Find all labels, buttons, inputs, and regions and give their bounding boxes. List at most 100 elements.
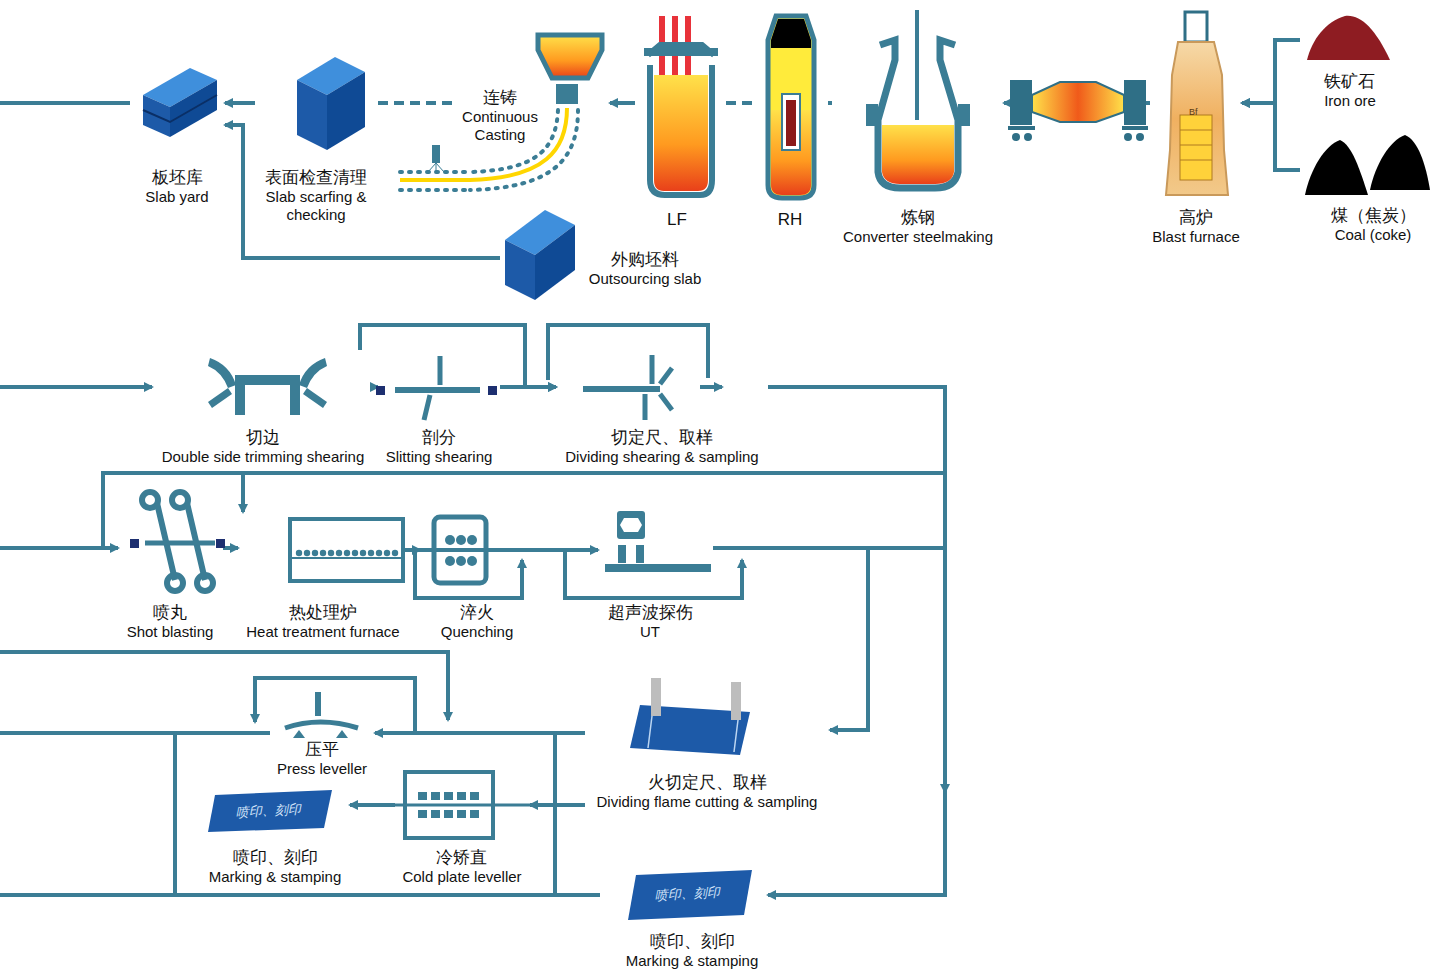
icon-label: 喷印、刻印 (655, 883, 721, 904)
station-label: 喷印、刻印Marking & stamping (209, 848, 342, 886)
station-label: 煤（焦炭）Coal (coke) (1331, 206, 1416, 244)
flow-connector (225, 101, 255, 105)
rh-degasser (771, 110, 811, 195)
station-label: 冷矫直Cold plate leveller (402, 848, 521, 886)
flow-connector (375, 731, 585, 735)
chinese-name: 喷印、刻印 (209, 848, 342, 868)
outsourcing-slab (505, 240, 535, 300)
heat-treatment-furnace (290, 557, 403, 559)
station-label: 火切定尺、取样Dividing flame cutting & sampling (597, 773, 818, 811)
station-label: 切定尺、取样Dividing shearing & sampling (565, 428, 758, 466)
english-name: Slab scarfing & checking (260, 188, 372, 224)
rh-degasser (771, 19, 811, 48)
process-station: 高炉Blast furnace (1150, 10, 1242, 252)
cold-plate-leveller (405, 772, 493, 838)
slitting-shear (376, 356, 497, 420)
flow-line (0, 652, 448, 720)
cold-plate-leveller (470, 810, 479, 818)
flow-line (553, 733, 557, 895)
rh-degasser (768, 16, 814, 198)
converter (915, 10, 919, 120)
station-label: 压平Press leveller (277, 740, 367, 778)
slab-yard-stack (143, 95, 170, 137)
chinese-name: 超声波探伤 (608, 603, 693, 623)
english-name: Cold plate leveller (402, 868, 521, 886)
flame-cutting-plate (630, 705, 750, 755)
blast-furnace (1180, 130, 1212, 160)
ladle-furnace (648, 45, 714, 195)
cold-plate-leveller (395, 804, 530, 807)
station-label: 炼钢Converter steelmaking (843, 208, 993, 246)
english-name: Dividing shearing & sampling (565, 448, 758, 466)
flame-cutting-plate (731, 682, 741, 720)
marked-plate (628, 870, 752, 920)
quench-unit (445, 556, 455, 566)
torpedo-car (1024, 133, 1032, 141)
converter (958, 104, 970, 126)
heat-treatment-furnace (368, 550, 374, 556)
heat-treatment-furnace (384, 550, 390, 556)
station-label: 喷印、刻印Marking & stamping (626, 932, 759, 970)
english-name: Iron ore (1324, 92, 1376, 110)
slab-yard-stack (170, 80, 217, 137)
marked-plate (208, 790, 332, 832)
dividing-shear (583, 386, 660, 392)
flow-connector (0, 103, 152, 387)
heat-treatment-furnace (336, 550, 342, 556)
english-name: Marking & stamping (209, 868, 342, 886)
press-leveller (285, 692, 358, 738)
continuous-caster (400, 172, 470, 190)
shot-blaster (142, 492, 158, 508)
chinese-name: 喷印、刻印 (626, 932, 759, 952)
continuous-caster (400, 35, 602, 190)
flow-connector (1004, 101, 1150, 105)
english-name: Continuous Casting (454, 108, 546, 144)
shot-blaster-rolls (130, 539, 225, 548)
heat-treatment-furnace (376, 550, 382, 556)
coal-pile (1370, 135, 1430, 190)
flow-connector (350, 803, 395, 807)
ultrasonic-tester (620, 518, 642, 532)
process-station: 喷印、刻印Marking & stamping (200, 785, 350, 892)
process-station: 切边Double side trimming shearing (152, 350, 374, 470)
shot-blaster (172, 492, 188, 508)
shot-blaster-rolls (216, 539, 225, 548)
slitting-shear (376, 386, 385, 395)
heat-treatment-furnace (290, 519, 403, 581)
process-station: 压平Press leveller (270, 688, 375, 783)
flow-line (0, 893, 600, 897)
chinese-name: 切定尺、取样 (565, 428, 758, 448)
chinese-name: 高炉 (1152, 208, 1240, 228)
outsourcing-slab (505, 210, 575, 255)
flow-connector (610, 101, 635, 105)
process-station: 连铸Continuous Casting (452, 30, 610, 150)
english-name: Outsourcing slab (589, 270, 702, 288)
flow-line (868, 546, 945, 550)
station-label: LF (667, 210, 687, 230)
process-station: 炼钢Converter steelmaking (832, 10, 1004, 252)
slab-yard-stack (143, 68, 217, 107)
flow-connector (1242, 40, 1300, 103)
heat-treatment-furnace (392, 550, 398, 556)
heat-treatment-furnace (344, 550, 350, 556)
torpedo-car (1008, 80, 1148, 141)
trimming-shear (208, 358, 327, 415)
press-leveller (336, 730, 348, 738)
flow-connector (530, 803, 585, 807)
process-station: 冷矫直Cold plate leveller (395, 768, 530, 890)
quench-unit (467, 535, 477, 545)
flow-line (0, 325, 945, 895)
process-station: 板坯库Slab yard (130, 60, 225, 212)
flow-connector (360, 325, 556, 387)
press-leveller (293, 730, 305, 738)
blast-furnace (1180, 115, 1212, 180)
english-name: Dividing flame cutting & sampling (597, 793, 818, 811)
process-station: 火切定尺、取样Dividing flame cutting & sampling (585, 675, 830, 817)
flow-line (548, 325, 708, 380)
ultrasonic-tester (617, 511, 645, 539)
trimming-shear (208, 358, 236, 388)
quench-unit (456, 535, 466, 545)
cold-plate-leveller (470, 792, 479, 800)
flow-line (943, 780, 947, 792)
